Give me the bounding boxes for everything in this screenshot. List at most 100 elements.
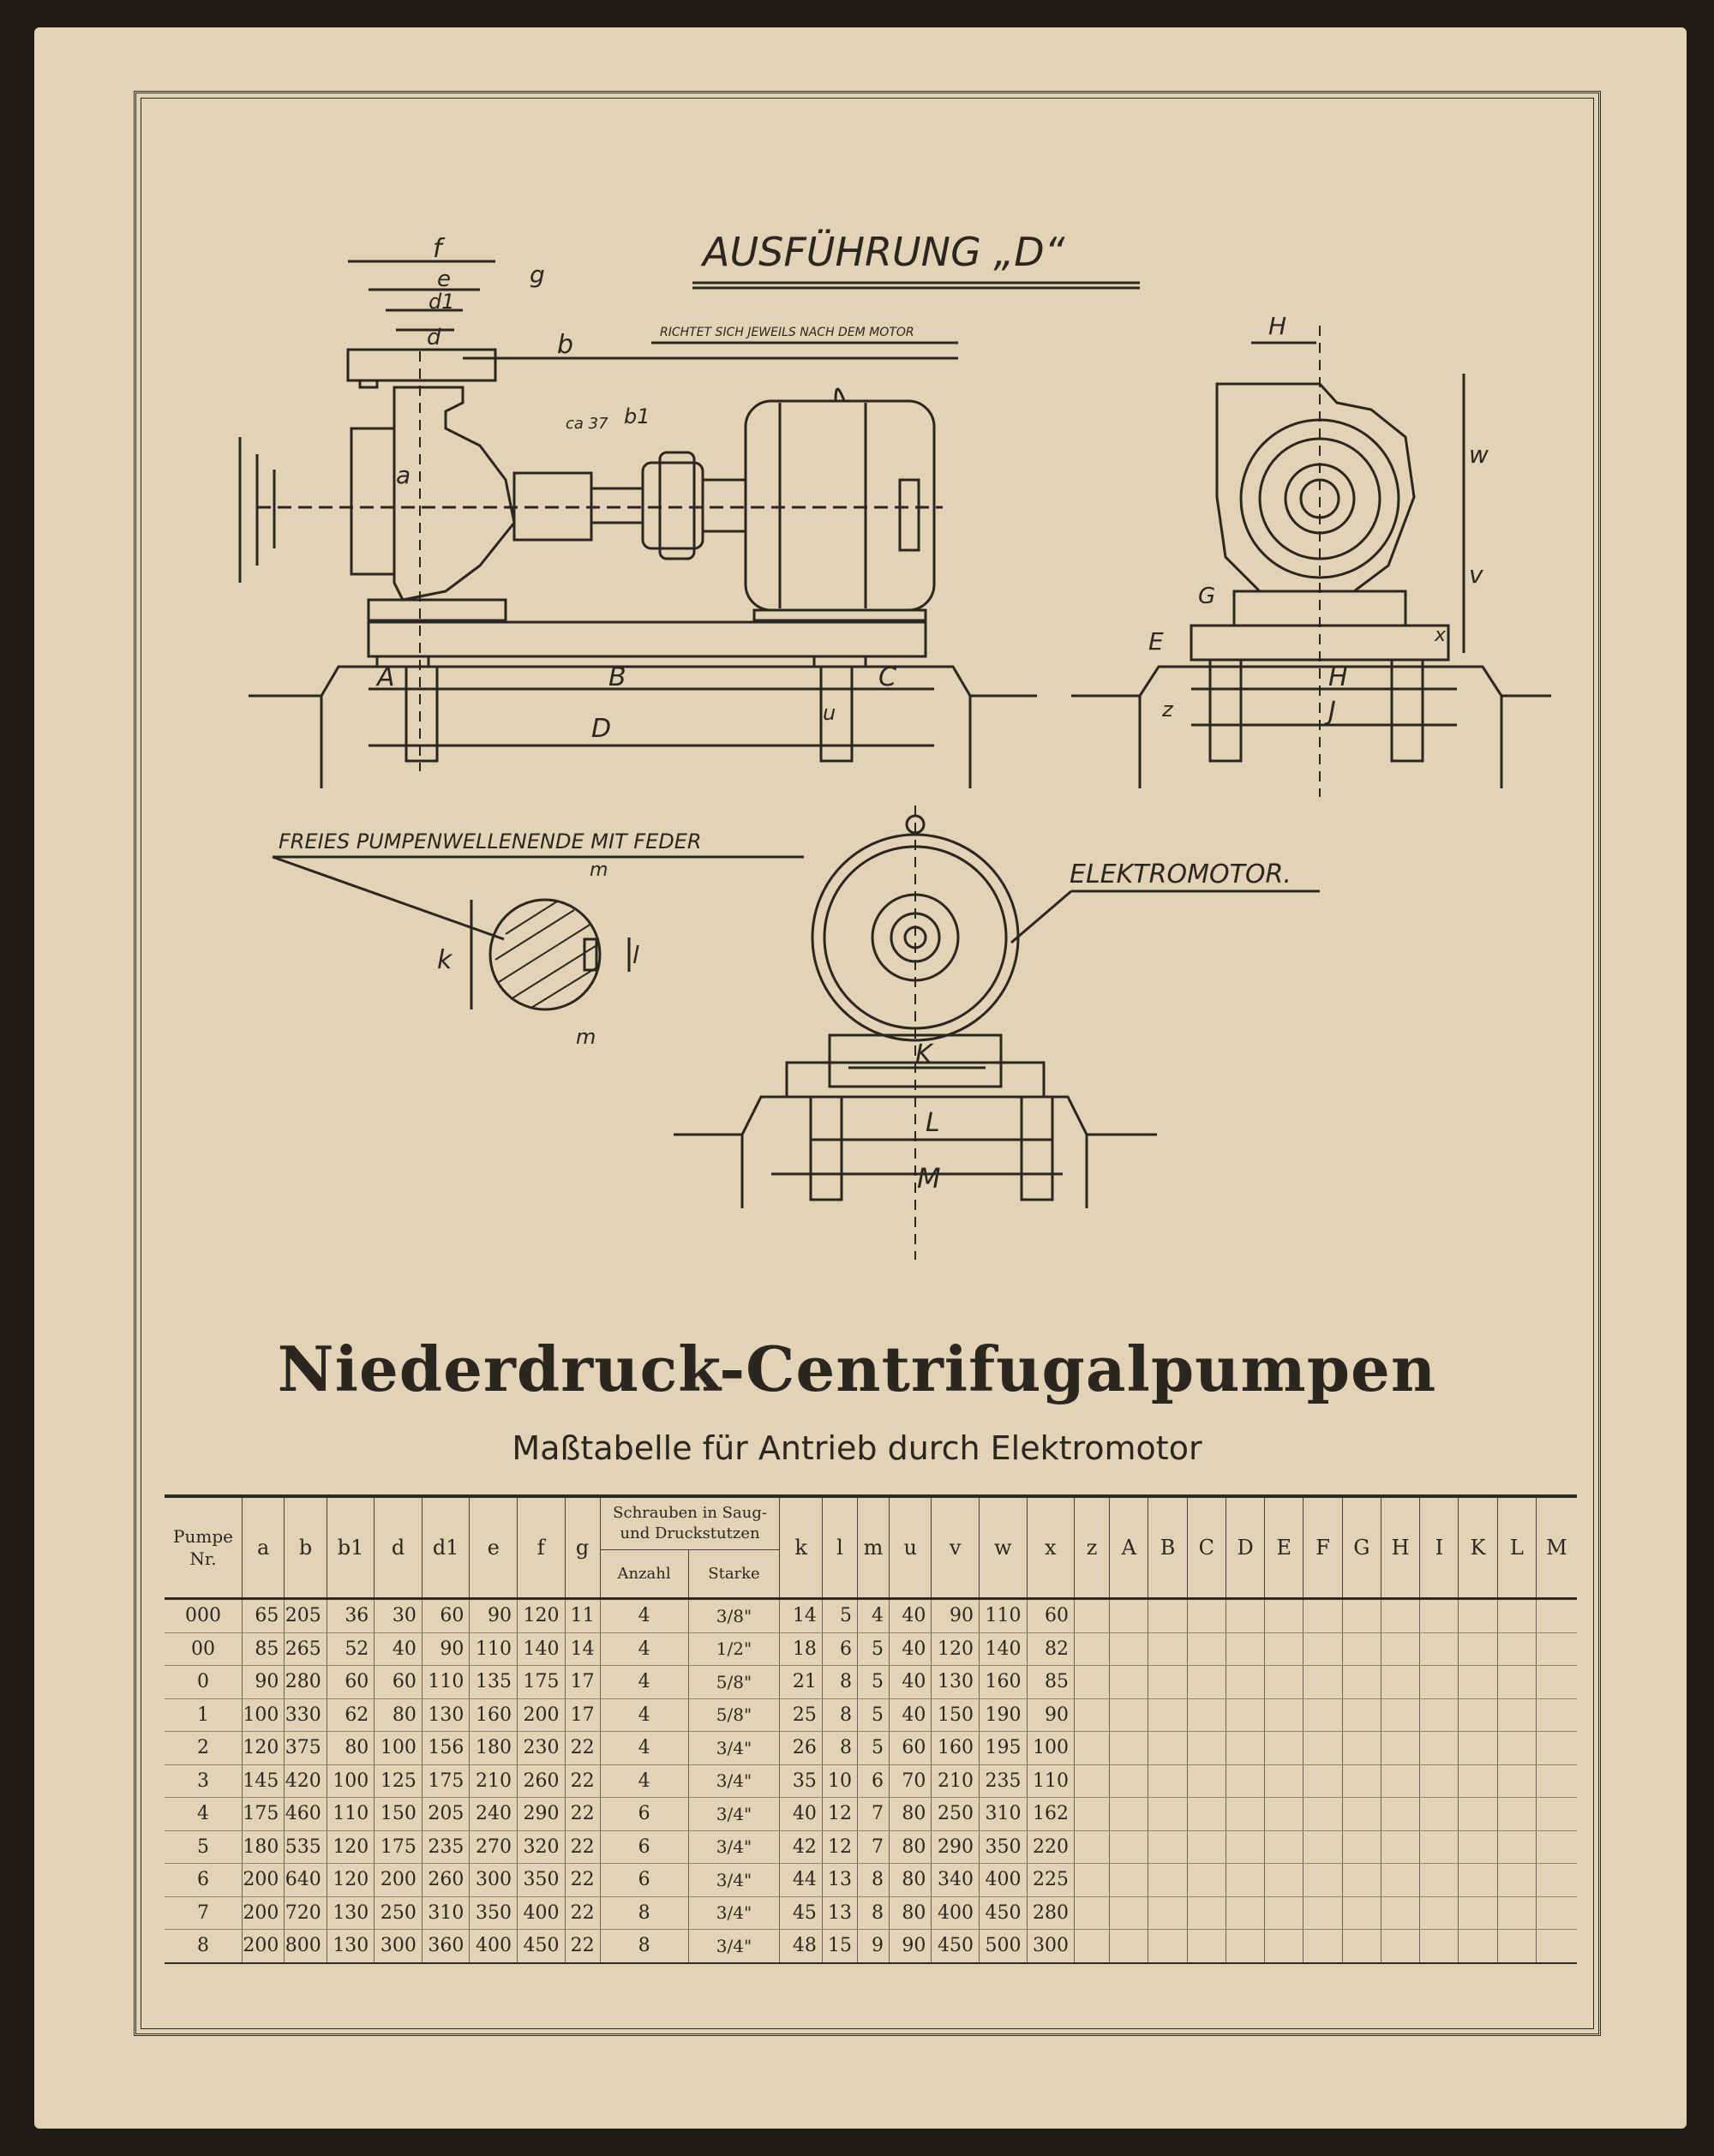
cell-d1: 360 (421, 1929, 470, 1964)
label-d: d (427, 325, 441, 350)
cell-empty (1458, 1632, 1498, 1666)
cell-u: 80 (889, 1863, 932, 1897)
cell-empty (1074, 1632, 1110, 1666)
cell-empty (1109, 1896, 1148, 1930)
cell-k: 40 (779, 1797, 823, 1831)
cell-empty (1458, 1830, 1498, 1864)
cell-d1: 156 (421, 1731, 470, 1765)
cell-f: 400 (516, 1896, 565, 1930)
cell-d: 80 (374, 1698, 423, 1732)
cell-b1: 60 (326, 1665, 375, 1699)
cell-k: 14 (779, 1598, 823, 1633)
cell-u: 40 (889, 1698, 932, 1732)
cell-w: 350 (978, 1830, 1027, 1864)
header-f: f (516, 1496, 565, 1600)
header-D: D (1225, 1496, 1265, 1600)
cell-empty (1225, 1929, 1265, 1964)
cell-d1: 175 (421, 1764, 470, 1798)
cell-v: 210 (931, 1764, 980, 1798)
cell-empty (1419, 1830, 1459, 1864)
cell-empty (1148, 1598, 1188, 1633)
cell-f: 120 (516, 1598, 565, 1633)
cell-starke: 5/8" (687, 1665, 780, 1699)
cell-m: 8 (856, 1863, 890, 1897)
cell-empty (1186, 1929, 1226, 1964)
label-E: E (1148, 627, 1164, 656)
header-C: C (1186, 1496, 1226, 1600)
label-H: H (1328, 662, 1348, 692)
technical-drawing: AUSFÜHRUNG „D“ RICHTET SICH JEWEILS NACH… (238, 229, 1551, 1260)
label-L: L (926, 1108, 940, 1138)
cell-empty (1303, 1731, 1343, 1765)
header-screws: Schrauben in Saug- und Druckstutzen (599, 1496, 780, 1550)
cell-empty (1109, 1929, 1148, 1964)
cell-empty (1458, 1764, 1498, 1798)
cell-empty (1341, 1731, 1381, 1765)
cell-b1: 100 (326, 1764, 375, 1798)
cell-e: 160 (469, 1698, 518, 1732)
cell-f: 175 (516, 1665, 565, 1699)
cell-g: 22 (564, 1764, 601, 1798)
cell-b1: 110 (326, 1797, 375, 1831)
cell-empty (1074, 1863, 1110, 1897)
cell-a: 100 (242, 1698, 285, 1732)
cell-g: 22 (564, 1731, 601, 1765)
cell-empty (1380, 1632, 1420, 1666)
cell-empty (1419, 1863, 1459, 1897)
cell-empty (1225, 1830, 1265, 1864)
label-b1: b1 (624, 404, 650, 428)
label-g: g (530, 261, 545, 289)
cell-m: 9 (856, 1929, 890, 1964)
cell-empty (1419, 1896, 1459, 1930)
motor-label: ELEKTROMOTOR. (1070, 859, 1291, 889)
cell-empty (1303, 1632, 1343, 1666)
cell-d: 100 (374, 1731, 423, 1765)
cell-v: 450 (931, 1929, 980, 1964)
cell-empty (1496, 1929, 1537, 1964)
cell-l: 12 (821, 1797, 858, 1831)
cell-nr: 1 (165, 1698, 243, 1732)
cell-b1: 130 (326, 1896, 375, 1930)
cell-starke: 3/4" (687, 1731, 780, 1765)
cell-u: 80 (889, 1797, 932, 1831)
cell-empty (1380, 1698, 1420, 1732)
cell-empty (1225, 1896, 1265, 1930)
cell-u: 60 (889, 1731, 932, 1765)
label-a: a (396, 461, 411, 489)
cell-d1: 205 (421, 1797, 470, 1831)
label-x: x (1434, 625, 1447, 646)
shaft-note: FREIES PUMPENWELLENENDE MIT FEDER (279, 829, 702, 853)
cell-empty (1458, 1731, 1498, 1765)
cell-k: 45 (779, 1896, 823, 1930)
cell-m: 8 (856, 1896, 890, 1930)
cell-empty (1074, 1698, 1110, 1732)
cell-empty (1109, 1665, 1148, 1699)
cell-b: 720 (284, 1896, 327, 1930)
cell-anzahl: 4 (599, 1632, 688, 1666)
cell-anzahl: 4 (599, 1764, 688, 1798)
cell-u: 90 (889, 1929, 932, 1964)
cell-m: 7 (856, 1797, 890, 1831)
document-subtitle: Maßtabelle für Antrieb durch Elektromoto… (512, 1429, 1202, 1467)
label-k: k (437, 945, 453, 975)
cell-a: 120 (242, 1731, 285, 1765)
cell-b1: 130 (326, 1929, 375, 1964)
cell-empty (1264, 1632, 1303, 1666)
cell-l: 8 (821, 1665, 858, 1699)
cell-empty (1419, 1929, 1459, 1964)
cell-a: 175 (242, 1797, 285, 1831)
cell-empty (1419, 1797, 1459, 1831)
cell-empty (1496, 1896, 1537, 1930)
dimension-table: Pumpe Nr. a b b1 d d1 e f g Schrauben in… (165, 1494, 1577, 1964)
header-u: u (889, 1496, 932, 1600)
cell-b1: 36 (326, 1598, 375, 1633)
cell-empty (1074, 1929, 1110, 1964)
cell-m: 7 (856, 1830, 890, 1864)
cell-empty (1148, 1731, 1188, 1765)
cell-k: 48 (779, 1929, 823, 1964)
cell-u: 40 (889, 1665, 932, 1699)
header-E: E (1264, 1496, 1303, 1600)
label-K: K (915, 1039, 934, 1069)
cell-w: 140 (978, 1632, 1027, 1666)
